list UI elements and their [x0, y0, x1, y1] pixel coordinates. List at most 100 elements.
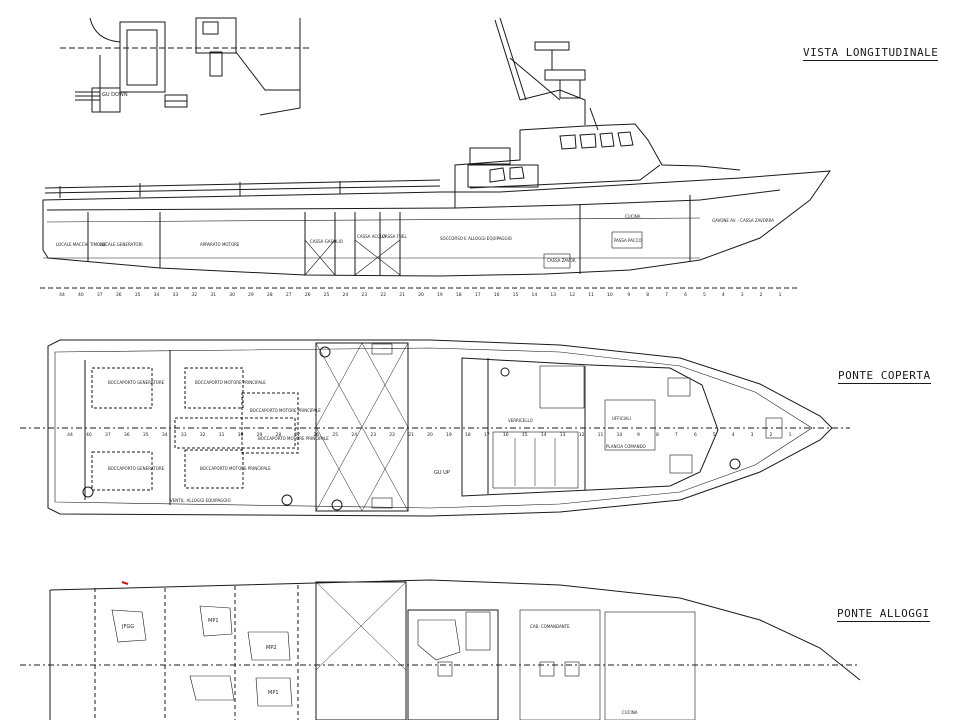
comp-label: LOCALE GENERATORI — [100, 242, 143, 247]
frame-number: 5 — [713, 432, 716, 438]
frame-number: 29 — [257, 432, 263, 438]
deck-label: BOCCAPORTO MOTORE PRINCIPALE — [258, 436, 329, 441]
deck-label: VERRICELLO — [508, 418, 533, 423]
frame-number: 40 — [86, 432, 92, 438]
frame-number: 25 — [332, 432, 338, 438]
frame-number: 28 — [276, 432, 282, 438]
frame-number: 35 — [135, 292, 141, 298]
frame-number: 6 — [684, 292, 687, 298]
comp-label: SOCCORSO E ALLOGGI EQUIPAGGIO — [440, 236, 512, 241]
frame-number: 18 — [456, 292, 462, 298]
lower-deck-labels: JFGG MP1 MP2 MP1 CAB. COMANDANTE CUCINA — [121, 618, 638, 715]
deck-label: CAB. COMANDANTE — [530, 624, 570, 629]
frame-number: 32 — [200, 432, 206, 438]
frame-number: 28 — [267, 292, 273, 298]
deck-label: BOCCAPORTO MOTORE PRINCIPALE — [250, 408, 321, 413]
frame-number: 23 — [370, 432, 376, 438]
frame-number: 32 — [191, 292, 197, 298]
frame-number: 20 — [427, 432, 433, 438]
deck-label: BOCCAPORTO MOTORE PRINCIPALE — [195, 380, 266, 385]
frame-number: 17 — [475, 292, 481, 298]
frame-number: 36 — [124, 432, 130, 438]
deck-label: MP1 — [208, 618, 219, 624]
frame-number: 19 — [446, 432, 452, 438]
frame-number: 5 — [703, 292, 706, 298]
longitudinal-view-title: VISTA LONGITUDINALE — [803, 46, 939, 61]
comp-label: APPARATO MOTORE — [200, 242, 240, 247]
frame-number: 25 — [324, 292, 330, 298]
deck-label: BOCCAPORTO MOTORE PRINCIPALE — [200, 466, 271, 471]
frame-number: 10 — [617, 432, 623, 438]
frame-number: 44 — [59, 292, 65, 298]
frame-number: 20 — [418, 292, 424, 298]
lower-deck-view-title: PONTE ALLOGGI — [837, 607, 930, 622]
frame-number: 37 — [97, 292, 103, 298]
comp-label: CASSA GASOLIO — [310, 239, 343, 244]
comp-label: PASSA PACCO — [614, 238, 642, 243]
frame-number: 12 — [569, 292, 575, 298]
frame-number: 27 — [295, 432, 301, 438]
frame-number: 26 — [305, 292, 311, 298]
frame-number: 30 — [238, 432, 244, 438]
frame-number: 23 — [361, 292, 367, 298]
frame-number: 35 — [143, 432, 149, 438]
frame-number: 14 — [541, 432, 547, 438]
frame-number: 19 — [437, 292, 443, 298]
frame-number: 12 — [579, 432, 585, 438]
frame-number: 15 — [522, 432, 528, 438]
frame-number: 31 — [210, 292, 216, 298]
deck-label: VENTIL. ALLOGGI EQUIPAGGIO — [170, 498, 231, 503]
frame-number: 9 — [627, 292, 630, 298]
frame-number: 1 — [789, 432, 792, 438]
deck-label: CUCINA — [622, 710, 638, 715]
frame-number: 9 — [637, 432, 640, 438]
frame-number: 33 — [173, 292, 179, 298]
comp-label: LOCALE MACCH. TIMONE — [56, 242, 106, 247]
frame-number: 29 — [248, 292, 254, 298]
frame-number: 34 — [162, 432, 168, 438]
frame-number: 15 — [513, 292, 519, 298]
frame-number: 22 — [380, 292, 386, 298]
frame-number: 34 — [154, 292, 160, 298]
frame-number: 3 — [751, 432, 754, 438]
comp-label: GAVONE AV. - CASSA ZAVORRA — [712, 218, 774, 223]
frame-number: 13 — [560, 432, 566, 438]
frame-number: 1 — [779, 292, 782, 298]
comp-label: CASSA ZAVOR. — [547, 258, 577, 263]
frame-number: 31 — [219, 432, 225, 438]
frame-number: 11 — [588, 292, 594, 298]
deck-label: UFFICIALI — [612, 416, 631, 421]
frame-number: 6 — [694, 432, 697, 438]
deck-label: BOCCAPORTO GENERATORE — [108, 466, 165, 471]
frame-number: 2 — [760, 292, 763, 298]
deck-label: GU UP — [434, 470, 450, 476]
frame-number: 13 — [550, 292, 556, 298]
frame-number: 4 — [722, 292, 725, 298]
top-detail-view — [60, 17, 310, 116]
frame-number: 30 — [229, 292, 235, 298]
frame-number: 7 — [665, 292, 668, 298]
deck-label: JFGG — [121, 624, 134, 630]
frame-number: 27 — [286, 292, 292, 298]
frame-number: 36 — [116, 292, 122, 298]
deck-label: BOCCAPORTO GENERATORE — [108, 380, 165, 385]
comp-label: CUCINA — [625, 214, 641, 219]
frame-number: 33 — [181, 432, 187, 438]
frame-number: 18 — [465, 432, 471, 438]
frame-number: 11 — [598, 432, 604, 438]
frame-number: 7 — [675, 432, 678, 438]
deck-label: PLANCIA COMANDO — [606, 444, 646, 449]
longitudinal-labels: LOCALE MACCH. TIMONE LOCALE GENERATORI A… — [56, 214, 774, 263]
frame-number: 16 — [503, 432, 509, 438]
frame-number: 4 — [732, 432, 735, 438]
comp-label: CASSA ACQUA — [357, 234, 386, 239]
detail-label: GU DOWN — [102, 92, 128, 98]
frame-number: 37 — [105, 432, 111, 438]
frame-number: 8 — [646, 292, 649, 298]
frame-number: 14 — [532, 292, 538, 298]
frame-number: 16 — [494, 292, 500, 298]
main-deck-view-title: PONTE COPERTA — [838, 369, 931, 384]
